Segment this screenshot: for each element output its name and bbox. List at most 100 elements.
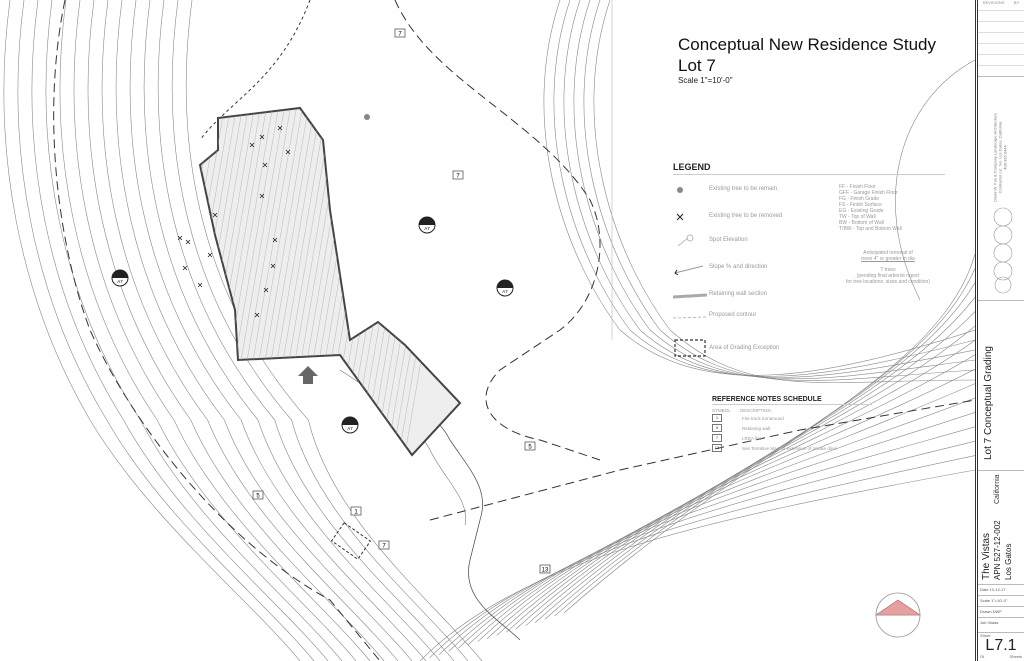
contour-line [143,0,441,661]
legend-label: Retaining wall section [709,291,768,297]
note-line: trees 4" or greater in dia [861,256,915,262]
note-symbol: 1 [712,414,722,422]
contour-line [506,340,975,633]
firm-line: 408.395.0444 [1002,145,1008,170]
tree-remove-x-icon [259,134,265,140]
contour-line [59,0,357,661]
legend-label: Slope % and direction [709,264,768,270]
legend-label: Existing tree to be removed [709,213,783,219]
drawn-field: Drawn DWF [978,606,1024,617]
hatch-line [200,109,231,455]
contour-line [583,0,975,381]
note-description: Retaining wall [742,425,771,431]
svg-text:5: 5 [256,494,260,500]
contour-line [554,268,975,617]
reference-callout: 7 [394,28,406,38]
tree-remove-x-icon [249,142,255,148]
note-description: See Tentative Map for extension of priva… [742,445,837,451]
state: California [994,474,1001,504]
tree-remove-x-icon [676,213,684,221]
property-line-south [429,399,975,521]
drawing-scale: Scale 1"=10'-0" [678,76,733,85]
tree-remain-dot-icon [677,187,683,193]
of-label: Of [980,654,985,659]
abbreviation: FF - Finish Floor [839,184,876,190]
legend-item-retaining-wall: Retaining wall section [673,288,823,302]
svg-text:A7: A7 [347,426,353,431]
hatch-line [200,109,213,455]
contour-line [496,354,975,636]
sheet-label: Sheet [980,633,991,638]
reference-callout: 5 [252,490,264,500]
note-line: for tree locations, sizes and condition) [846,279,930,285]
legend-item-tree-remain: Existing tree to be remain [673,183,823,197]
project-name: The Vistas [981,532,992,580]
legend-label: Existing tree to be remain [709,186,778,192]
tree-remain-marker [364,114,370,120]
contour-line [895,59,975,301]
section-marker-icon: A7 [111,269,129,287]
reference-note-row: 1 Fire truck turnaround [712,413,872,423]
trees-to-remove [177,125,291,318]
contour-line [563,253,975,614]
reference-callout: 13 [539,564,551,574]
tree-remove-x-icon [177,235,183,241]
note-description: LRDA line [742,435,763,441]
svg-text:7: 7 [398,32,402,38]
title-line-1: Conceptual New Residence Study [678,35,936,54]
note-description: Fire truck turnaround [742,415,784,421]
note-line: 7 trees [880,267,896,273]
svg-text:A7: A7 [117,279,123,284]
section-marker-icon: A7 [496,279,514,297]
contour-line [171,0,469,661]
tree-remove-x-icon [197,282,203,288]
firm-info: David W. Fox & Company Landscape Archite… [990,100,1010,220]
contour-line [115,0,413,661]
legend-label: Proposed contour [709,312,757,318]
contour-line [429,455,975,659]
reference-callout: 7 [378,540,390,550]
revisions-label: REVISIONS [982,0,1005,5]
tree-remove-x-icon [212,212,218,218]
contour-line [17,0,315,661]
tree-remove-x-icon [254,312,260,318]
sheets-label: Sheets [1009,654,1022,659]
hatch-line [200,109,225,455]
reference-callout: 7 [452,170,464,180]
reference-callout: 5 [524,441,536,451]
project-city: Los Gatos [1004,543,1013,580]
legend-label: Spot Elevation [709,237,748,243]
contour-line [563,0,975,378]
legend: LEGEND Existing tree to be remain Existi… [673,162,945,357]
fire-truck-turnaround [330,522,372,560]
tree-remove-x-icon [262,162,268,168]
contour-line [553,0,975,377]
note-symbol: 5 [712,424,722,432]
north-arrow-icon [875,592,921,638]
section-marker-icon: A7 [341,416,359,434]
contour-line [157,0,455,661]
entry-arrow-icon [298,366,318,384]
note-line: Anticipated removal of [863,250,913,256]
tree-remove-x-icon [185,239,191,245]
tree-remove-x-icon [207,252,213,258]
abbreviation: TW - Top of Wall [839,214,876,220]
tree-remove-x-icon [277,125,283,131]
contour-line [486,368,975,639]
contour-line [129,0,427,661]
tree-remove-x-icon [272,237,278,243]
contour-line [458,412,975,649]
contour-line [45,0,343,661]
legend-item-spot-elevation: Spot Elevation [673,234,823,248]
contour-line [185,0,483,661]
job-field: Job Vistas [978,617,1024,628]
tree-remove-x-icon [263,287,269,293]
firm-logo-trees-icon [993,207,1013,294]
dashed-box-icon [674,339,706,357]
abbreviation: EG - Existing Grade [839,208,884,214]
section-marker-icon: A7 [418,216,436,234]
